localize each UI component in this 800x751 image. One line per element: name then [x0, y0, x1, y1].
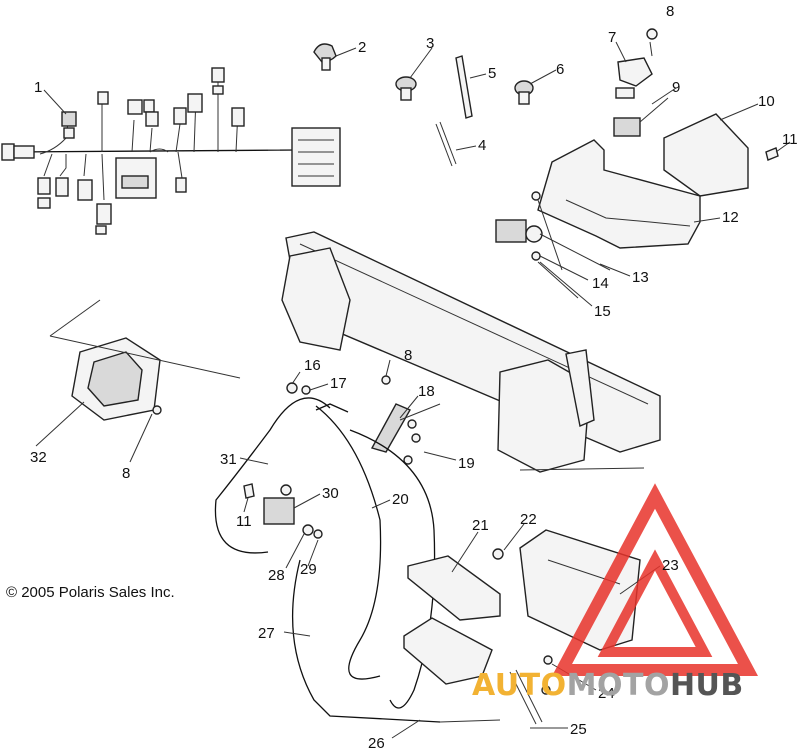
part-30-solenoid: [263, 484, 295, 525]
hardware-16-17: [286, 382, 311, 395]
callout-14: 14: [592, 275, 609, 292]
battery-pad: [403, 617, 493, 685]
part-21-bracket: [407, 555, 501, 621]
callout-6: 6: [556, 61, 564, 78]
watermark-logo: AUTOMOTOHUB: [472, 668, 744, 703]
part-10-cover: [663, 113, 749, 197]
callout-3: 3: [426, 35, 434, 52]
part-22-nut: [492, 548, 504, 560]
part-24-25-hardware: [509, 655, 553, 725]
callout-labels: 1 2 3 4 5 6 7 8 9 10 11 12 13 14 15 16 1…: [30, 3, 798, 751]
callout-16: 16: [304, 357, 321, 374]
callout-17: 17: [330, 375, 347, 392]
watermark-moto: MOTO: [566, 668, 670, 703]
callout-24: 24: [598, 685, 615, 702]
part-5-rod: [455, 55, 473, 119]
callout-31: 31: [220, 451, 237, 468]
part-6-grommet: [514, 80, 534, 105]
callout-11-top: 11: [782, 131, 798, 148]
part-19-screws: [399, 403, 441, 465]
part-11-bolt-mid: [243, 483, 255, 499]
wiring-harness: [1, 67, 341, 235]
callout-28: 28: [268, 567, 285, 584]
watermark-triangle: [551, 483, 759, 676]
callout-13: 13: [632, 269, 649, 286]
callout-1: 1: [34, 79, 42, 96]
watermark-hub: HUB: [669, 668, 744, 703]
callout-7: 7: [608, 29, 616, 46]
callout-30: 30: [322, 485, 339, 502]
callout-11-mid: 11: [236, 513, 252, 530]
callout-5: 5: [488, 65, 496, 82]
part-9-relay: [613, 97, 669, 137]
callout-32: 32: [30, 449, 47, 466]
callout-20: 20: [392, 491, 409, 508]
callout-19: 19: [458, 455, 475, 472]
callout-12: 12: [722, 209, 739, 226]
callout-21: 21: [472, 517, 489, 534]
callout-18: 18: [418, 383, 435, 400]
callout-23: 23: [662, 557, 679, 574]
part-8-nut-top: [646, 28, 658, 40]
callout-22: 22: [520, 511, 537, 528]
part-7-bracket: [615, 57, 653, 99]
callout-25: 25: [570, 721, 587, 738]
callout-26: 26: [368, 735, 385, 751]
callout-2: 2: [358, 39, 366, 56]
leader-lines: [35, 41, 791, 739]
vehicle-frame: [281, 231, 661, 473]
part-3-grommet: [395, 76, 417, 101]
part-32-panel: [49, 299, 241, 421]
part-18-terminal: [370, 403, 411, 453]
callout-15: 15: [594, 303, 611, 320]
part-12-bracket: [537, 139, 701, 249]
callout-29: 29: [300, 561, 317, 578]
part-4-pin: [435, 121, 457, 167]
part-15-washer: [531, 251, 579, 299]
part-2-bulb: [313, 43, 337, 71]
part-8-nut-mid: [381, 375, 391, 385]
part-14-washer: [531, 191, 563, 271]
part-11-screw-top: [765, 147, 779, 161]
callout-27: 27: [258, 625, 275, 642]
part-23-battery-box: [519, 529, 641, 651]
copyright-notice: © 2005 Polaris Sales Inc.: [6, 584, 175, 601]
hardware-28-29: [302, 524, 323, 539]
watermark-auto: AUTO: [472, 668, 567, 703]
callout-8-left: 8: [122, 465, 130, 482]
callout-9: 9: [672, 79, 680, 96]
callout-8-top: 8: [666, 3, 674, 20]
callout-8-mid: 8: [404, 347, 412, 364]
callout-10: 10: [758, 93, 775, 110]
callout-4: 4: [478, 137, 486, 154]
